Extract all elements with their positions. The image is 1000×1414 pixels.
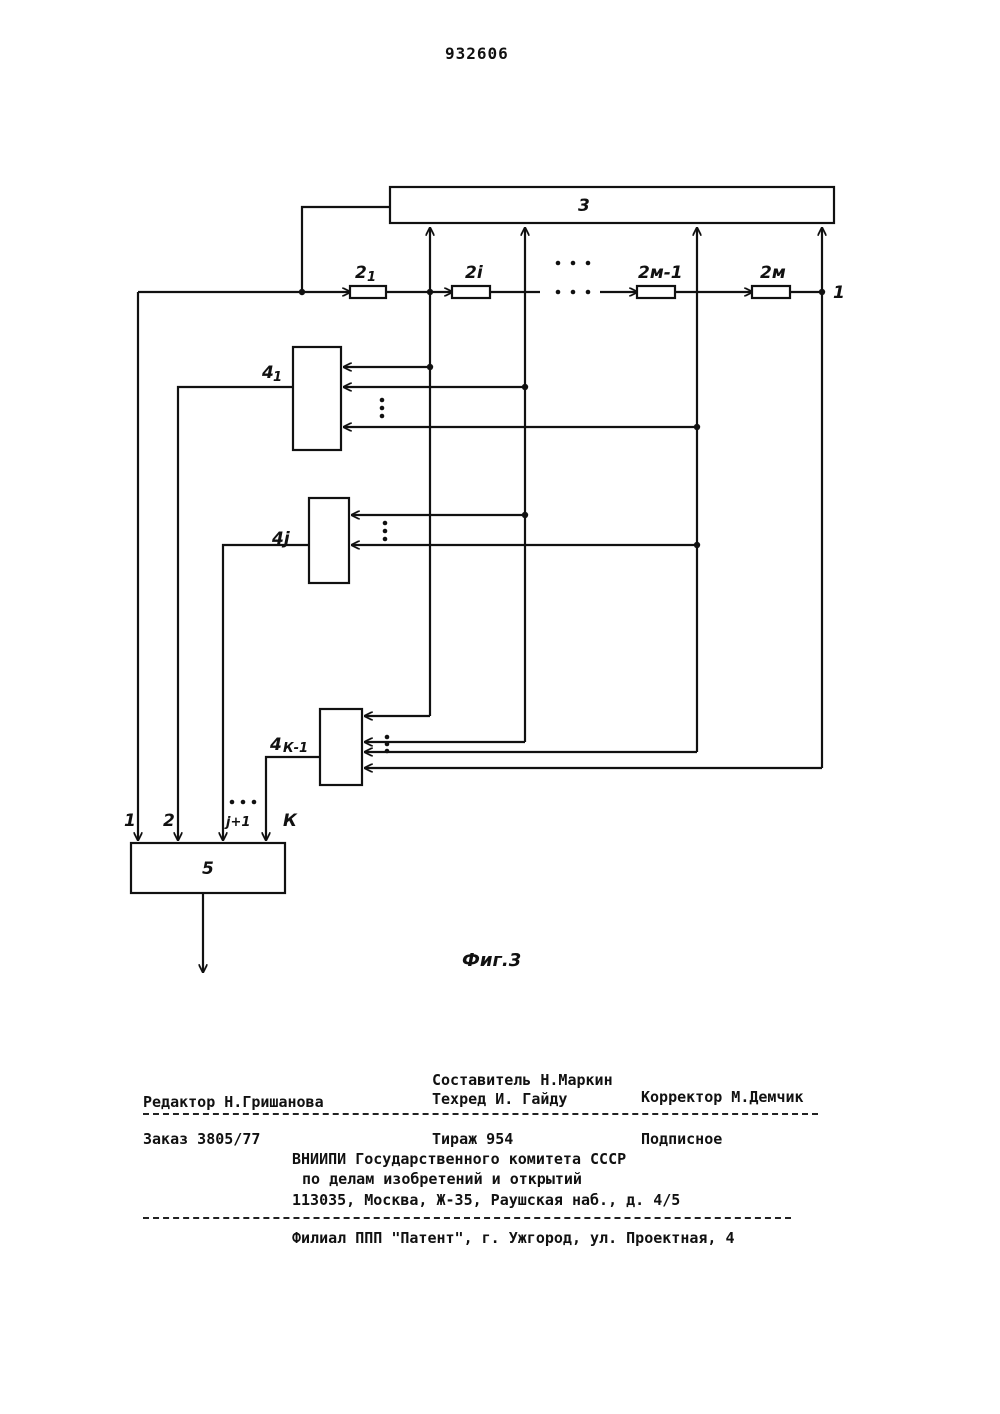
imprint-print-run: Тираж 954 <box>432 1130 513 1148</box>
imprint-editor: Редактор Н.Гришанова <box>143 1093 324 1111</box>
imprint-rule-2 <box>143 1217 791 1219</box>
imprint-compiler: Составитель Н.Маркин <box>432 1071 613 1089</box>
imprint-subscription: Подписное <box>641 1130 722 1148</box>
imprint-org-line-1: ВНИИПИ Государственного комитета СССР <box>292 1150 626 1168</box>
imprint-corrector: Корректор М.Демчик <box>641 1088 804 1106</box>
imprint-org-line-3: 113035, Москва, Ж-35, Раушская наб., д. … <box>292 1191 680 1209</box>
imprint-rule-1 <box>143 1113 818 1115</box>
imprint-techred: Техред И. Гайду <box>432 1090 567 1108</box>
imprint-order: Заказ 3805/77 <box>143 1130 260 1148</box>
imprint-branch: Филиал ППП "Патент", г. Ужгород, ул. Про… <box>292 1229 735 1247</box>
imprint-org-line-2: по делам изобретений и открытий <box>302 1170 582 1188</box>
